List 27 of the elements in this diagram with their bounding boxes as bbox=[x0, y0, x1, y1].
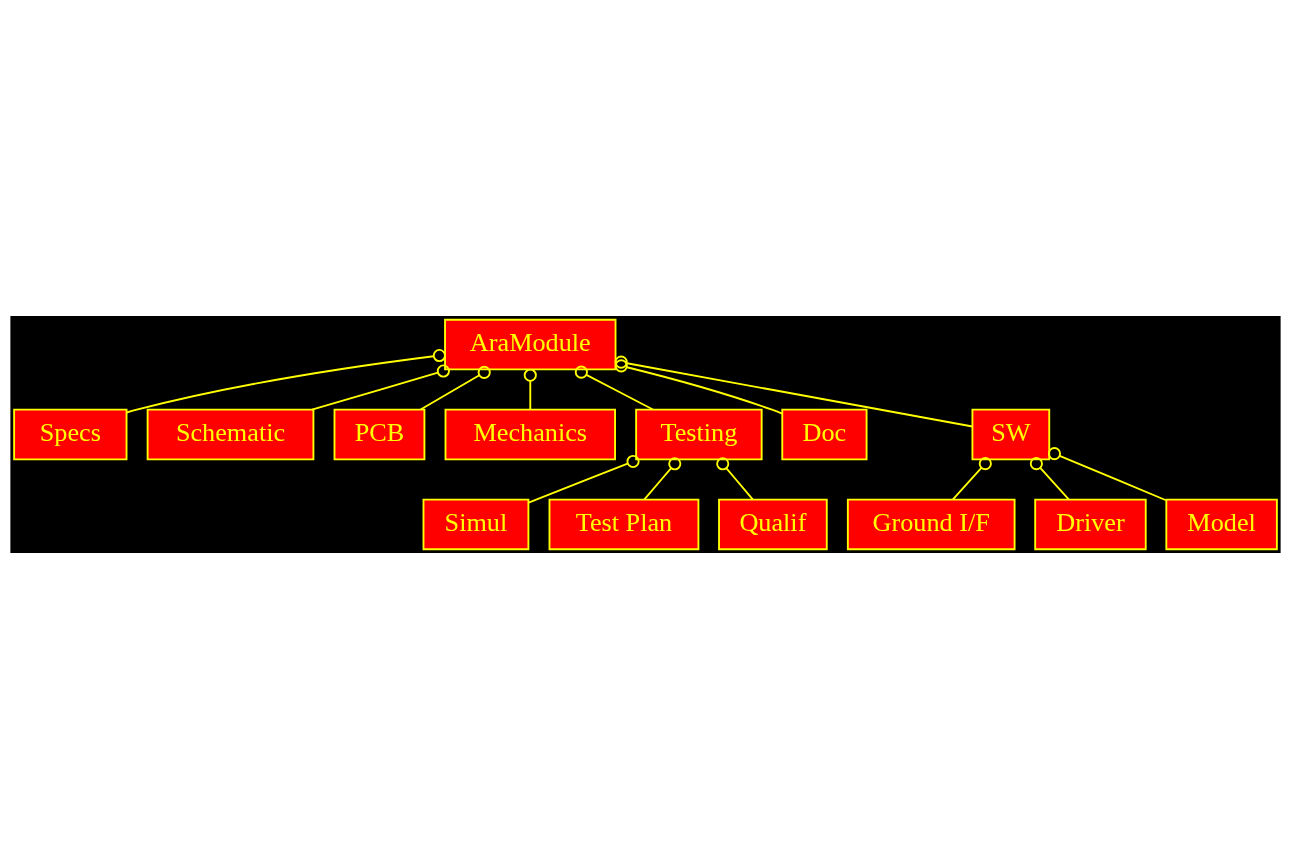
node-box: Doc bbox=[781, 408, 868, 460]
node-box: Schematic bbox=[146, 408, 315, 460]
node-box: AraModule bbox=[444, 318, 617, 370]
connector bbox=[952, 456, 992, 500]
node-box: Qualif bbox=[718, 498, 828, 550]
connector bbox=[125, 348, 446, 413]
node-box: Model bbox=[1165, 498, 1278, 550]
node-box: Simul bbox=[422, 498, 530, 550]
node-box: Driver bbox=[1034, 498, 1147, 550]
connector bbox=[1047, 446, 1167, 501]
node-box: Ground I/F bbox=[846, 498, 1016, 550]
connector bbox=[419, 365, 491, 410]
connector bbox=[643, 456, 682, 500]
node-box: Specs bbox=[13, 408, 128, 460]
connector bbox=[574, 365, 654, 410]
connector bbox=[311, 363, 450, 411]
connector bbox=[614, 355, 974, 427]
connector bbox=[1029, 456, 1070, 500]
node-box: Testing bbox=[635, 408, 763, 460]
node-box: SW bbox=[971, 408, 1051, 460]
connector bbox=[523, 368, 537, 410]
node-box: PCB bbox=[333, 408, 426, 460]
connector bbox=[614, 358, 783, 414]
node-box: Mechanics bbox=[444, 408, 616, 460]
node-box: Test Plan bbox=[548, 498, 700, 550]
connector bbox=[527, 454, 640, 504]
connector bbox=[716, 456, 754, 500]
